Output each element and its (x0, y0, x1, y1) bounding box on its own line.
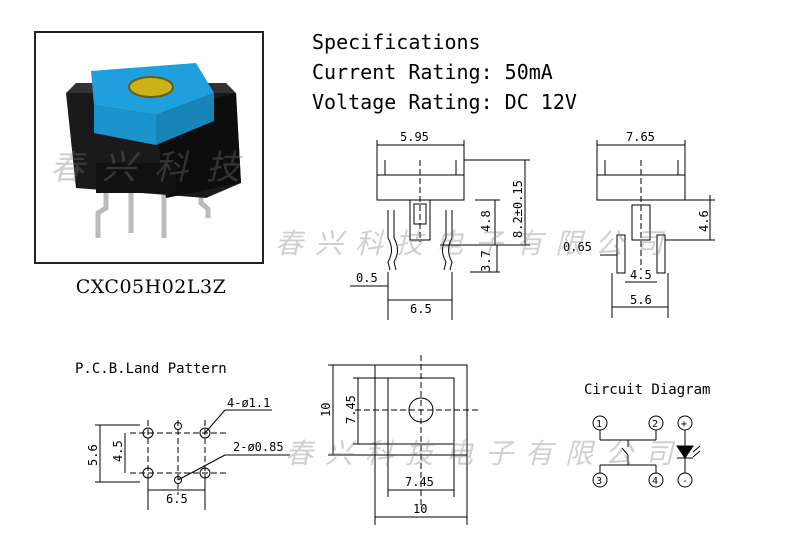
front-dim-pin-gap: 4.5 (630, 268, 652, 282)
front-dim-top-width: 7.65 (626, 130, 655, 144)
watermark-top: 春兴科技电子有限公司 (275, 227, 676, 260)
pcb-width: 6.5 (166, 492, 188, 506)
circuit-diagram (592, 415, 701, 488)
pcb-hole-large: 4-ø1.1 (227, 396, 270, 410)
front-dim-height: 4.6 (697, 210, 711, 232)
switch-photo (66, 63, 241, 238)
led-minus: - (682, 476, 688, 487)
pcb-title: P.C.B.Land Pattern (75, 361, 227, 377)
front-dim-span: 5.6 (630, 293, 652, 307)
pcb-hole-small: 2-ø0.85 (233, 440, 284, 454)
side-dim-height-total: 8.2±0.15 (511, 180, 525, 238)
part-number: CXC05H02L3Z (75, 276, 227, 298)
product-photo-frame (34, 31, 264, 264)
front-dim-pin-width: 0.65 (563, 240, 592, 254)
pcb-height-inner: 4.5 (111, 440, 125, 462)
side-dim-pin-thick: 0.5 (356, 271, 378, 285)
top-dim-inner-w: 7.45 (405, 475, 434, 489)
pcb-height-outer: 5.6 (86, 444, 100, 466)
spec-title: Specifications (312, 30, 481, 54)
watermark-bottom: 春兴科技电子有限公司 (285, 437, 686, 470)
pcb-land-pattern (95, 409, 290, 510)
photo-watermark: 春兴科技 (50, 148, 258, 188)
side-dim-top-width: 5.95 (400, 130, 429, 144)
side-dim-stem: 4.8 (479, 210, 493, 232)
circuit-title: Circuit Diagram (584, 382, 710, 398)
circuit-pin-4: 4 (652, 476, 658, 487)
top-dim-inner-h: 7.45 (344, 395, 358, 424)
front-view (596, 140, 715, 318)
side-dim-pin-len: 3.7 (479, 250, 493, 272)
led-plus: + (681, 419, 687, 430)
circuit-pin-1: 1 (596, 419, 602, 430)
circuit-pin-3: 3 (596, 476, 602, 487)
spec-voltage-rating: Voltage Rating: DC 12V (312, 90, 577, 114)
top-dim-outer-w: 10 (413, 502, 427, 516)
top-dim-outer-h: 10 (319, 403, 333, 417)
circuit-pin-2: 2 (652, 419, 658, 430)
side-dim-pin-span: 6.5 (410, 302, 432, 316)
side-view (350, 140, 530, 320)
top-view (328, 355, 480, 525)
spec-current-rating: Current Rating: 50mA (312, 60, 553, 84)
